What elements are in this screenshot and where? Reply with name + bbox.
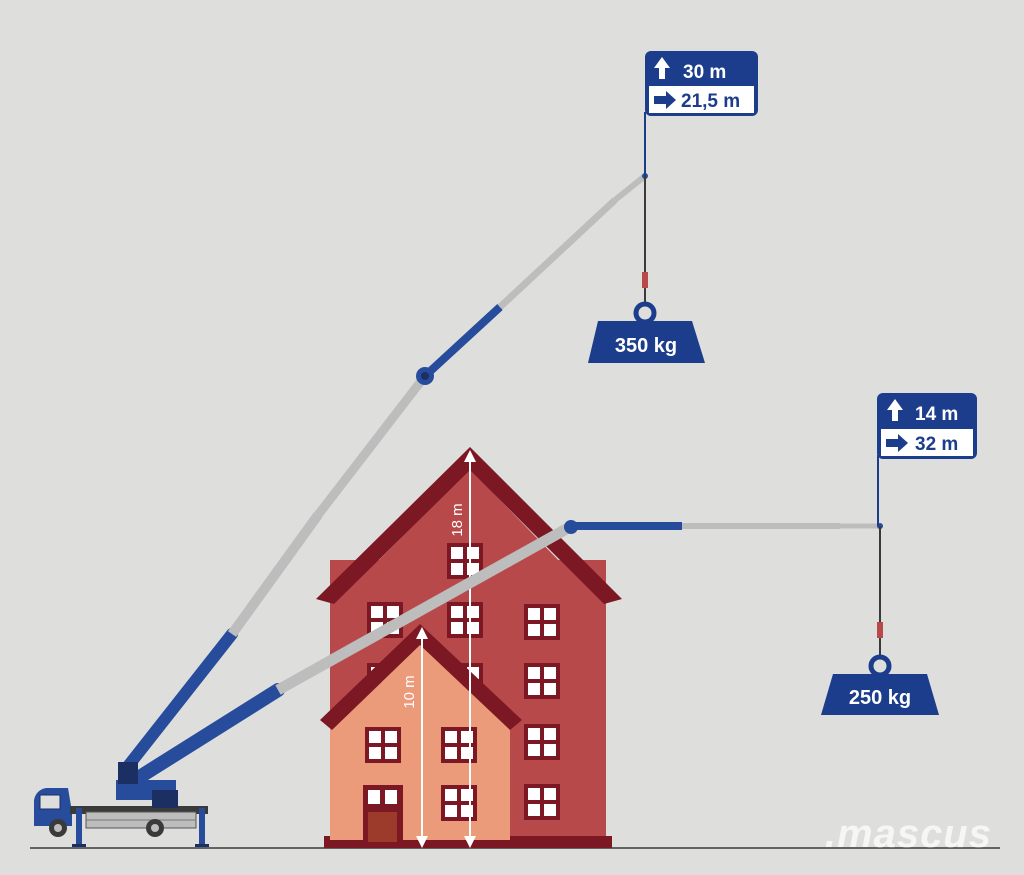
window — [441, 785, 477, 821]
boom-far — [131, 520, 883, 785]
load-weight-350: 350 kg — [588, 301, 705, 363]
small-house-height-label: 10 m — [401, 675, 418, 708]
small-house — [320, 624, 522, 848]
reach-height-30: 30 m — [683, 62, 726, 83]
reach-height-14: 14 m — [915, 404, 958, 425]
load-label-250: 250 kg — [849, 687, 911, 709]
window — [524, 724, 560, 760]
mascus-watermark: .mascus — [825, 812, 992, 856]
small-house-wall — [330, 718, 510, 848]
load-label-350: 350 kg — [615, 335, 677, 357]
window — [365, 727, 401, 763]
small-house-dimension: 10 m — [401, 627, 428, 848]
small-house-gable — [338, 640, 502, 722]
reach-outreach-32: 32 m — [915, 434, 958, 455]
arrow-up-icon — [887, 399, 903, 421]
window — [441, 727, 477, 763]
arrow-up-icon — [654, 57, 670, 79]
door — [363, 785, 403, 848]
reach-outreach-21-5: 21,5 m — [681, 91, 740, 112]
reach-sign-high: 30 m 21,5 m — [644, 51, 758, 176]
window — [524, 604, 560, 640]
hoist-line-high — [642, 176, 648, 305]
window — [524, 663, 560, 699]
tall-house-dimension: 18 m — [449, 450, 476, 848]
crane-truck — [34, 762, 209, 847]
arrow-right-icon — [886, 434, 908, 452]
window — [447, 602, 483, 638]
tall-house-height-label: 18 m — [449, 503, 466, 536]
reach-sign-far: 14 m 32 m — [877, 393, 977, 526]
arrow-right-icon — [654, 91, 676, 109]
load-weight-250: 250 kg — [821, 654, 939, 715]
tall-house-roof — [316, 447, 622, 604]
tall-house-gable — [342, 469, 594, 597]
boom-high — [119, 173, 648, 776]
hoist-line-far — [877, 526, 883, 658]
window — [524, 784, 560, 820]
